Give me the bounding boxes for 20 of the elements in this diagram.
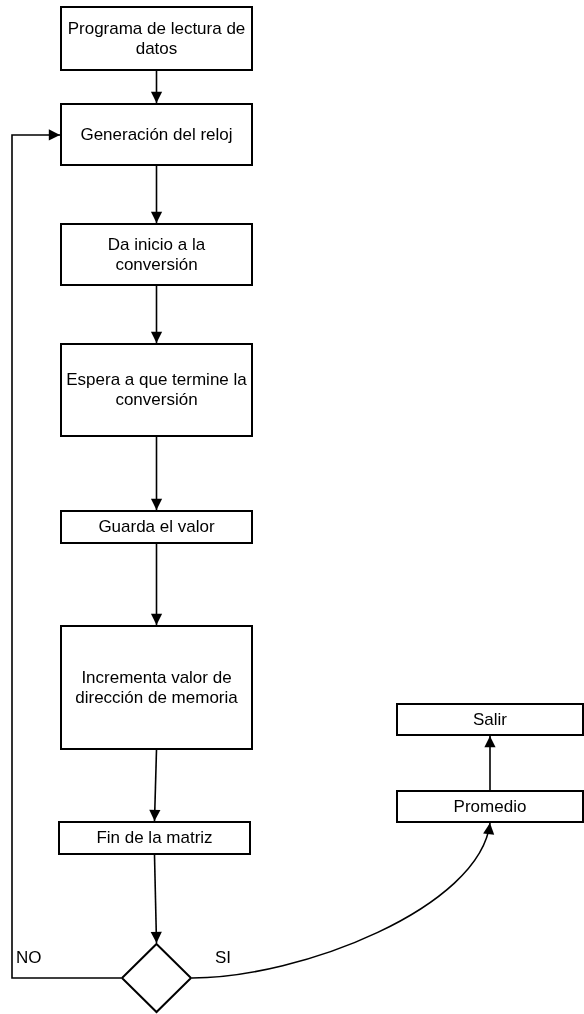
arrow [150,436,163,511]
process-box: Espera a que termine la conversión [60,343,253,437]
process-box: Incrementa valor de dirección de memoria [60,625,253,750]
arrow [484,735,496,791]
arrow [150,285,163,344]
arrow [150,70,163,104]
arrow [150,543,163,626]
process-box: Guarda el valor [60,510,253,544]
process-box: Fin de la matriz [58,821,251,855]
arrow [149,749,161,822]
arrow [150,854,162,944]
process-box: Programa de lectura de datos [60,6,253,71]
decision-diamond [121,943,192,1013]
process-box: Salir [396,703,584,736]
arrow [11,129,122,979]
arrow [191,822,493,979]
process-box: Generación del reloj [60,103,253,166]
arrow [150,165,163,224]
process-box: Promedio [396,790,584,823]
process-box: Da inicio a la conversión [60,223,253,286]
